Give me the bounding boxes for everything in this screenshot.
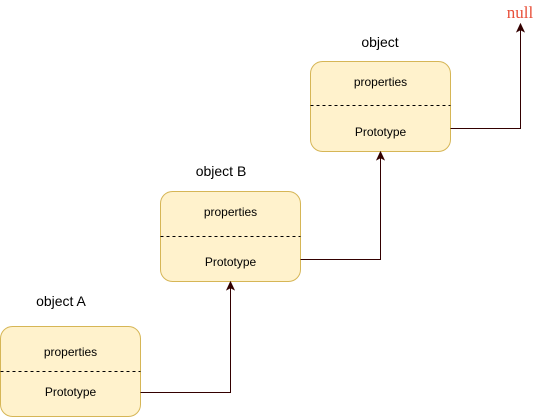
connector-a-to-b bbox=[140, 280, 236, 393]
object-prototype-label: Prototype bbox=[355, 125, 407, 139]
connector-a-to-b-line bbox=[140, 288, 231, 393]
connector-object-to-null bbox=[450, 22, 526, 129]
object-a-prototype-label: Prototype bbox=[45, 385, 97, 399]
connector-b-to-object-arrowhead bbox=[375, 150, 386, 161]
connector-a-to-b-arrowhead bbox=[225, 280, 236, 291]
object-b-prototype-label: Prototype bbox=[205, 255, 257, 269]
object-a-properties-label: properties bbox=[44, 345, 97, 359]
object-b-node[interactable]: object B properties Prototype bbox=[160, 163, 301, 282]
connector-object-to-null-arrowhead bbox=[515, 22, 526, 33]
object-a-title: object A bbox=[36, 293, 86, 309]
connector-object-to-null-line bbox=[450, 30, 521, 129]
object-a-node[interactable]: object A properties Prototype bbox=[0, 293, 141, 417]
connector-b-to-object-line bbox=[300, 158, 381, 260]
object-node[interactable]: object properties Prototype bbox=[310, 34, 451, 152]
object-b-title: object B bbox=[196, 163, 247, 179]
connector-b-to-object bbox=[300, 150, 386, 260]
object-b-properties-label: properties bbox=[204, 205, 257, 219]
null-label: null bbox=[507, 3, 534, 22]
object-title: object bbox=[361, 34, 398, 50]
object-properties-label: properties bbox=[354, 75, 407, 89]
